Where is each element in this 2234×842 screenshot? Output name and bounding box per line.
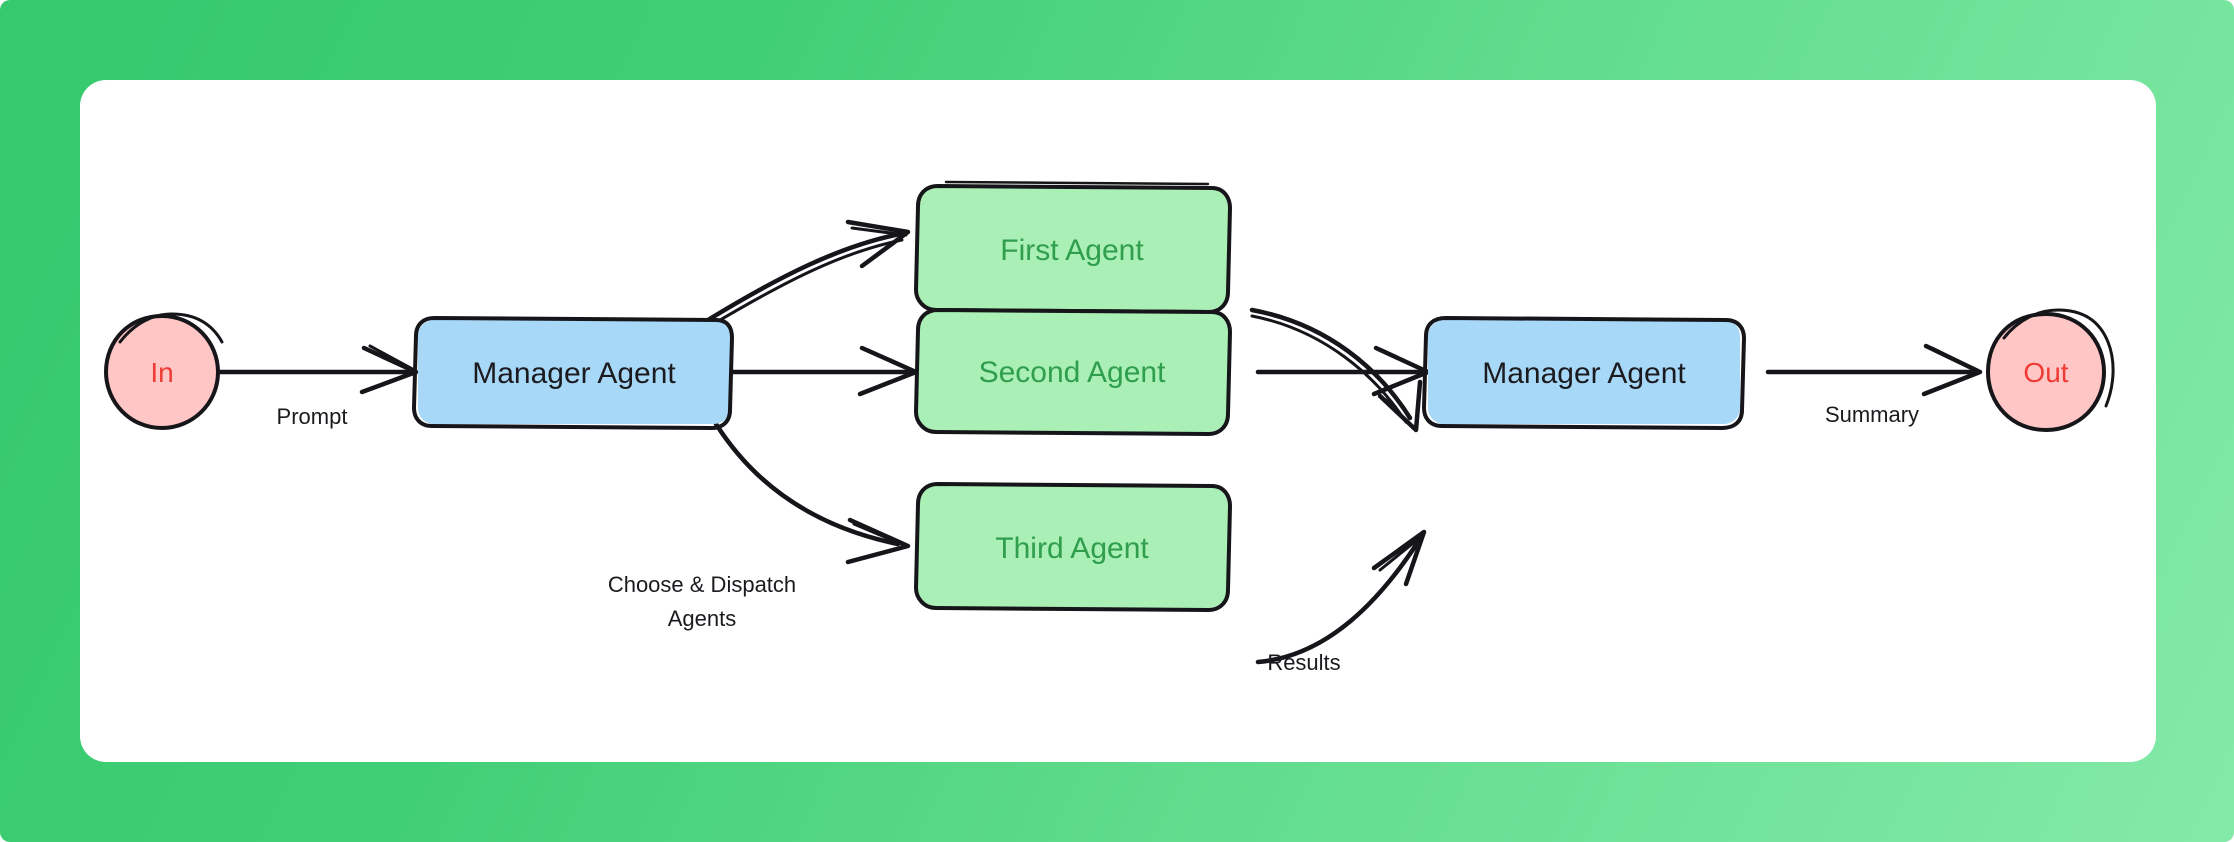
arrowhead-wisp <box>1378 534 1424 572</box>
node-first-agent[interactable]: First Agent <box>914 180 1232 314</box>
node-third-agent-shape <box>916 486 1228 608</box>
node-first-agent-sketch <box>944 180 1210 186</box>
node-third-agent-label: Third Agent <box>995 532 1149 565</box>
node-third-agent[interactable]: Third Agent <box>914 482 1232 612</box>
node-manager-right-shape <box>1428 320 1740 424</box>
edge-curve <box>705 231 903 323</box>
arrowhead-wisp <box>1930 346 1980 373</box>
edge-manager-left-to-third-agent: Choose & Dispatch Agents <box>608 421 911 631</box>
node-first-agent-label: First Agent <box>1000 234 1144 267</box>
node-manager-left-shape <box>418 320 730 424</box>
edge-curve <box>1255 539 1421 665</box>
node-in-outline <box>104 314 220 430</box>
node-manager-left-outline <box>412 316 734 430</box>
node-in[interactable]: In <box>104 312 224 430</box>
node-out-shape <box>1988 314 2104 430</box>
edge-curve-double <box>1250 314 1408 424</box>
arrowhead <box>845 219 911 269</box>
edge-label-results: Results <box>1267 650 1340 675</box>
node-second-agent[interactable]: Second Agent <box>914 308 1232 436</box>
flowchart-svg: Prompt Choose & Dispatch Age <box>104 180 2115 675</box>
arrowhead <box>1371 529 1427 587</box>
edge-manager-right-to-out: Summary <box>1765 343 1983 427</box>
node-manager-right-outline <box>1422 316 1746 430</box>
arrowhead-wisp <box>850 226 908 237</box>
node-out-label: Out <box>2023 357 2068 388</box>
node-out[interactable]: Out <box>1986 308 2115 432</box>
arrowhead-wisp <box>852 522 908 548</box>
node-in-label: In <box>150 357 173 388</box>
diagram-card: Prompt Choose & Dispatch Age <box>80 80 2156 762</box>
edge-first-agent-to-manager-right <box>1249 307 1423 433</box>
edge-label-dispatch-line2: Agents <box>668 606 737 631</box>
edge-curve-double <box>708 238 904 328</box>
edge-in-to-manager-left: Prompt <box>213 344 419 429</box>
arrowhead-wisp <box>1380 348 1428 373</box>
edge-manager-left-to-first-agent <box>705 219 911 328</box>
edge-third-agent-to-manager-right: Results <box>1255 529 1427 675</box>
arrowhead-wisp <box>866 348 916 373</box>
node-second-agent-outline <box>914 308 1232 436</box>
node-second-agent-label: Second Agent <box>979 356 1166 389</box>
edge-curve <box>713 421 901 547</box>
arrowhead-wisp <box>368 344 418 373</box>
node-in-outline-sketch <box>118 312 224 344</box>
node-manager-right-label: Manager Agent <box>1482 357 1686 390</box>
arrowhead-wisp <box>1384 398 1416 430</box>
edge-label-prompt: Prompt <box>277 404 348 429</box>
node-manager-left-label: Manager Agent <box>472 357 676 390</box>
edge-label-dispatch-line1: Choose & Dispatch <box>608 572 796 597</box>
node-third-agent-outline <box>914 482 1232 612</box>
edge-manager-left-to-second-agent <box>723 345 919 397</box>
node-out-outline <box>1986 312 2106 432</box>
edge-curve <box>1249 307 1413 421</box>
edge-label-summary: Summary <box>1825 402 1919 427</box>
node-manager-right[interactable]: Manager Agent <box>1422 316 1746 430</box>
arrowhead <box>845 517 911 565</box>
node-out-outline-sketch <box>2002 308 2115 408</box>
node-second-agent-shape <box>916 312 1228 432</box>
node-manager-left[interactable]: Manager Agent <box>412 316 734 430</box>
node-first-agent-shape <box>916 188 1228 310</box>
node-in-shape <box>106 316 218 428</box>
